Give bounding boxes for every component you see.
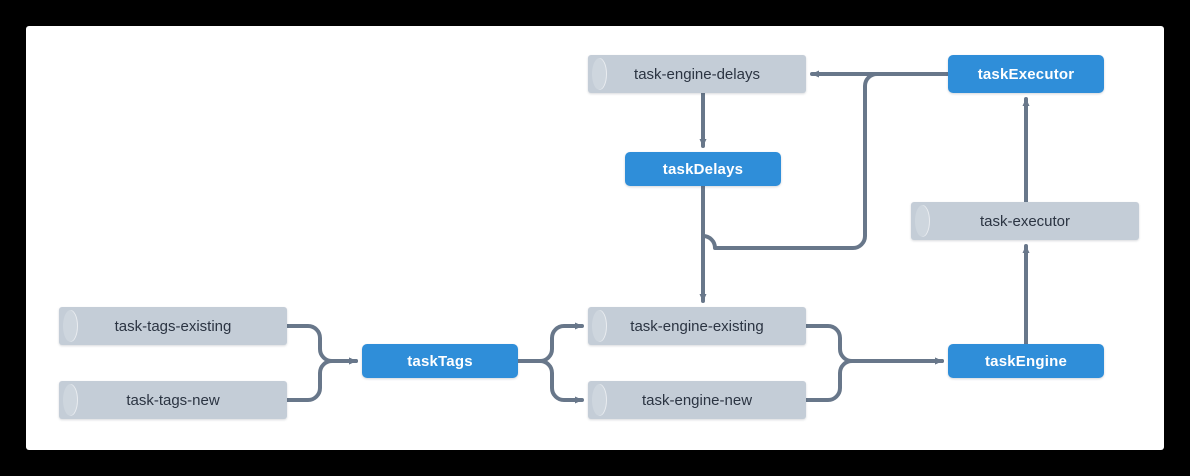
node-label: taskEngine [984, 352, 1068, 370]
edge-layer [285, 70, 1030, 404]
diagram-canvas: task-engine-delays taskExecutor taskDela… [26, 26, 1164, 450]
node-task-executor[interactable]: task-executor [911, 202, 1139, 240]
node-task-engine-new[interactable]: task-engine-new [588, 381, 806, 419]
edge-taskdelays-feedback-rail [701, 72, 888, 250]
edge-task-engine-existing-to-taskEngine [804, 324, 944, 365]
node-label: task-tags-new [126, 391, 220, 409]
diagram-stage: task-engine-delays taskExecutor taskDela… [26, 26, 1164, 450]
node-task-tags-existing[interactable]: task-tags-existing [59, 307, 287, 345]
edge-task-engine-new-to-taskEngine [804, 357, 944, 402]
node-label: taskTags [407, 352, 473, 370]
node-label: task-executor [979, 212, 1071, 230]
node-taskExecutor[interactable]: taskExecutor [948, 55, 1104, 93]
edge-task-tags-existing-to-taskTags [285, 324, 358, 365]
node-label: task-tags-existing [114, 317, 232, 335]
node-task-engine-existing[interactable]: task-engine-existing [588, 307, 806, 345]
node-label: task-engine-delays [634, 65, 760, 83]
node-label: taskExecutor [977, 65, 1075, 83]
node-taskTags[interactable]: taskTags [362, 344, 518, 378]
node-taskEngine[interactable]: taskEngine [948, 344, 1104, 378]
node-task-tags-new[interactable]: task-tags-new [59, 381, 287, 419]
node-label: task-engine-new [641, 391, 753, 409]
node-label: taskDelays [662, 160, 744, 178]
edge-task-tags-new-to-taskTags [285, 357, 358, 402]
edge-taskTags-to-task-engine-new [516, 359, 584, 404]
node-taskDelays[interactable]: taskDelays [625, 152, 781, 186]
edge-taskTags-to-task-engine-existing [516, 322, 584, 363]
node-task-engine-delays[interactable]: task-engine-delays [588, 55, 806, 93]
node-label: task-engine-existing [630, 317, 764, 335]
